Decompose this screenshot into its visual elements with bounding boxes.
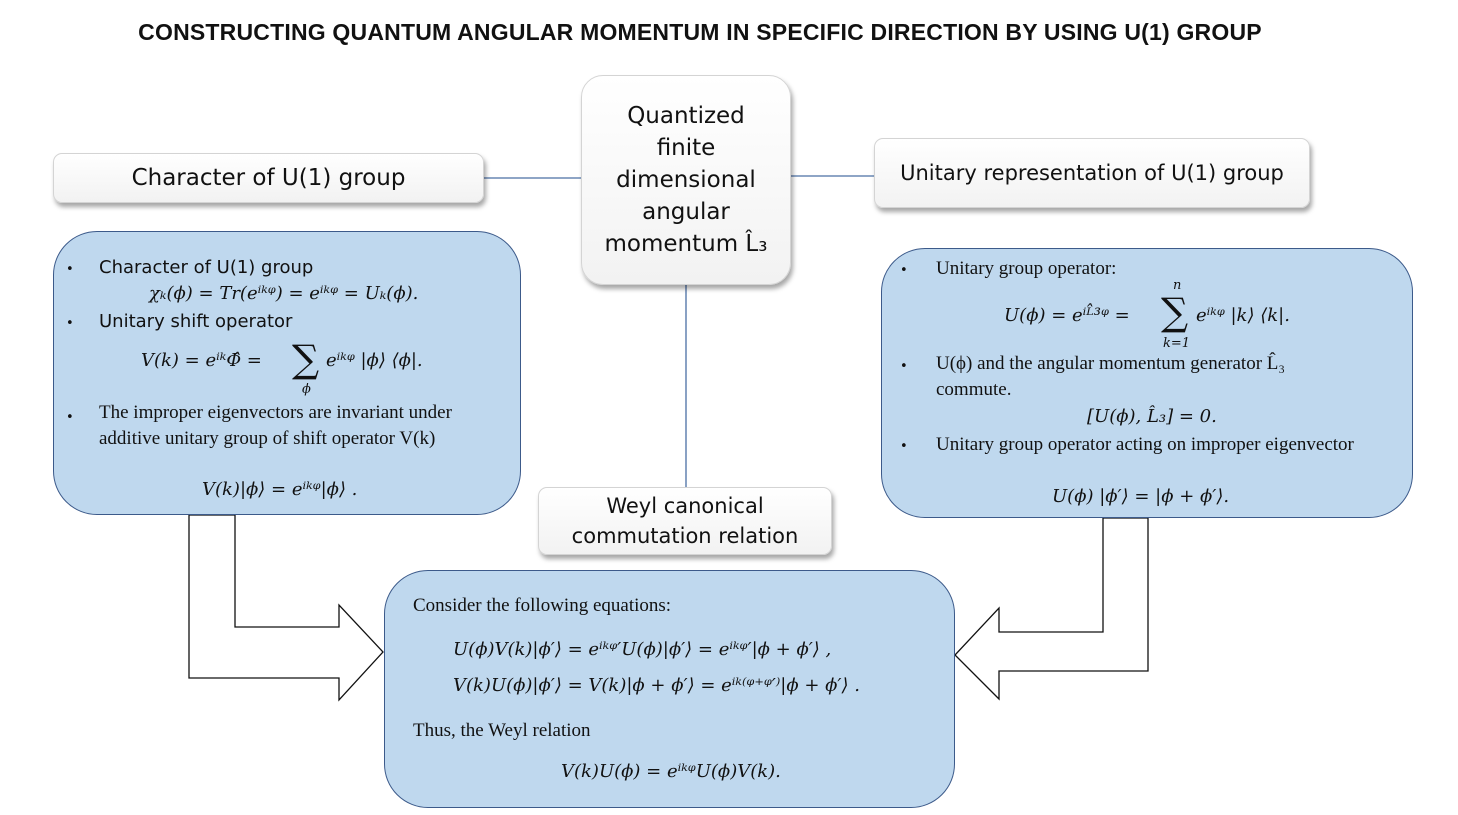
bottom-eq-weyl: V(k)U(ϕ) = eⁱᵏᵠU(ϕ)V(k). bbox=[561, 761, 781, 782]
left-eq-invariance: V(k)|ϕ⟩ = eⁱᵏᵠ|ϕ⟩ . bbox=[202, 479, 358, 500]
right-header-text: Unitary representation of U(1) group bbox=[900, 161, 1284, 185]
right-bullet-2a: U(ϕ) and the angular momentum generator … bbox=[936, 353, 1286, 374]
right-eq-commutator: [U(ϕ), L̂₃] = 0. bbox=[1087, 406, 1217, 427]
right-sum-upper: n bbox=[1173, 278, 1182, 293]
right-eq-operator-rhs: eⁱᵏᵠ |k⟩ ⟨k|. bbox=[1196, 305, 1290, 326]
bullet: • bbox=[900, 263, 908, 278]
right-eq-operator-lhs: U(ϕ) = eⁱᴸ̂³ᵠ = bbox=[1004, 305, 1130, 326]
bullet: • bbox=[900, 359, 908, 374]
bottom-thus: Thus, the Weyl relation bbox=[413, 720, 591, 741]
central-concept-box: Quantized finite dimensional angular mom… bbox=[581, 75, 791, 285]
left-bullet-3b: additive unitary group of shift operator… bbox=[99, 428, 436, 449]
right-content-box: • Unitary group operator: n U(ϕ) = eⁱᴸ̂³… bbox=[881, 248, 1413, 518]
left-eq-shift-rhs: eⁱᵏᵠ |ϕ⟩ ⟨ϕ|. bbox=[326, 350, 423, 371]
right-header-label: Unitary representation of U(1) group bbox=[874, 138, 1310, 208]
right-bullet-1: Unitary group operator: bbox=[936, 258, 1117, 279]
bullet: • bbox=[900, 439, 908, 454]
left-bullet-2: Unitary shift operator bbox=[99, 311, 293, 332]
left-header-label: Character of U(1) group bbox=[53, 153, 484, 203]
right-bullet-2b: commute. bbox=[936, 379, 1012, 400]
left-content-box: • Character of U(1) group χₖ(ϕ) = Tr(eⁱᵏ… bbox=[53, 231, 521, 515]
right-eq-action: U(ϕ) |ϕ′⟩ = |ϕ + ϕ′⟩. bbox=[1052, 486, 1230, 507]
page-title: CONSTRUCTING QUANTUM ANGULAR MOMENTUM IN… bbox=[138, 19, 1262, 45]
left-header-text: Character of U(1) group bbox=[131, 165, 406, 191]
bullet: • bbox=[66, 410, 74, 425]
center-line-5: momentum L̂₃ bbox=[604, 231, 768, 257]
bottom-eq-1: U(ϕ)V(k)|ϕ′⟩ = eⁱᵏᵠ′U(ϕ)|ϕ′⟩ = eⁱᵏᵠ′|ϕ +… bbox=[453, 639, 832, 660]
center-line-3: dimensional bbox=[616, 167, 756, 193]
left-bullet-1: Character of U(1) group bbox=[99, 257, 314, 278]
left-arrow bbox=[188, 514, 384, 702]
weyl-line-2: commutation relation bbox=[571, 524, 799, 548]
bullet: • bbox=[66, 262, 74, 277]
right-bullet-3: Unitary group operator acting on imprope… bbox=[936, 434, 1354, 455]
bullet: • bbox=[66, 316, 74, 331]
center-line-2: finite bbox=[656, 135, 716, 161]
summation-symbol: ∑ bbox=[1161, 290, 1189, 334]
center-line-1: Quantized bbox=[627, 103, 745, 129]
left-sum-lower: ϕ bbox=[302, 382, 311, 397]
bottom-intro: Consider the following equations: bbox=[413, 595, 672, 616]
summation-symbol: ∑ bbox=[292, 337, 320, 381]
left-bullet-3a: The improper eigenvectors are invariant … bbox=[99, 402, 452, 423]
right-arrow bbox=[954, 517, 1149, 701]
center-line-4: angular bbox=[642, 199, 730, 225]
left-eq-shift-lhs: V(k) = eⁱᵏΦ̂ = bbox=[141, 350, 262, 371]
weyl-label-box: Weyl canonical commutation relation bbox=[538, 487, 832, 555]
weyl-line-1: Weyl canonical bbox=[606, 494, 764, 518]
bottom-content-box: Consider the following equations: U(ϕ)V(… bbox=[384, 570, 955, 808]
left-eq-character: χₖ(ϕ) = Tr(eⁱᵏᵠ) = eⁱᵏᵠ = Uₖ(ϕ). bbox=[149, 283, 419, 304]
bottom-eq-2: V(k)U(ϕ)|ϕ′⟩ = V(k)|ϕ + ϕ′⟩ = eⁱᵏ⁽ᵠ⁺ᵠ′⁾|… bbox=[453, 675, 860, 696]
right-sum-lower: k=1 bbox=[1163, 336, 1191, 351]
